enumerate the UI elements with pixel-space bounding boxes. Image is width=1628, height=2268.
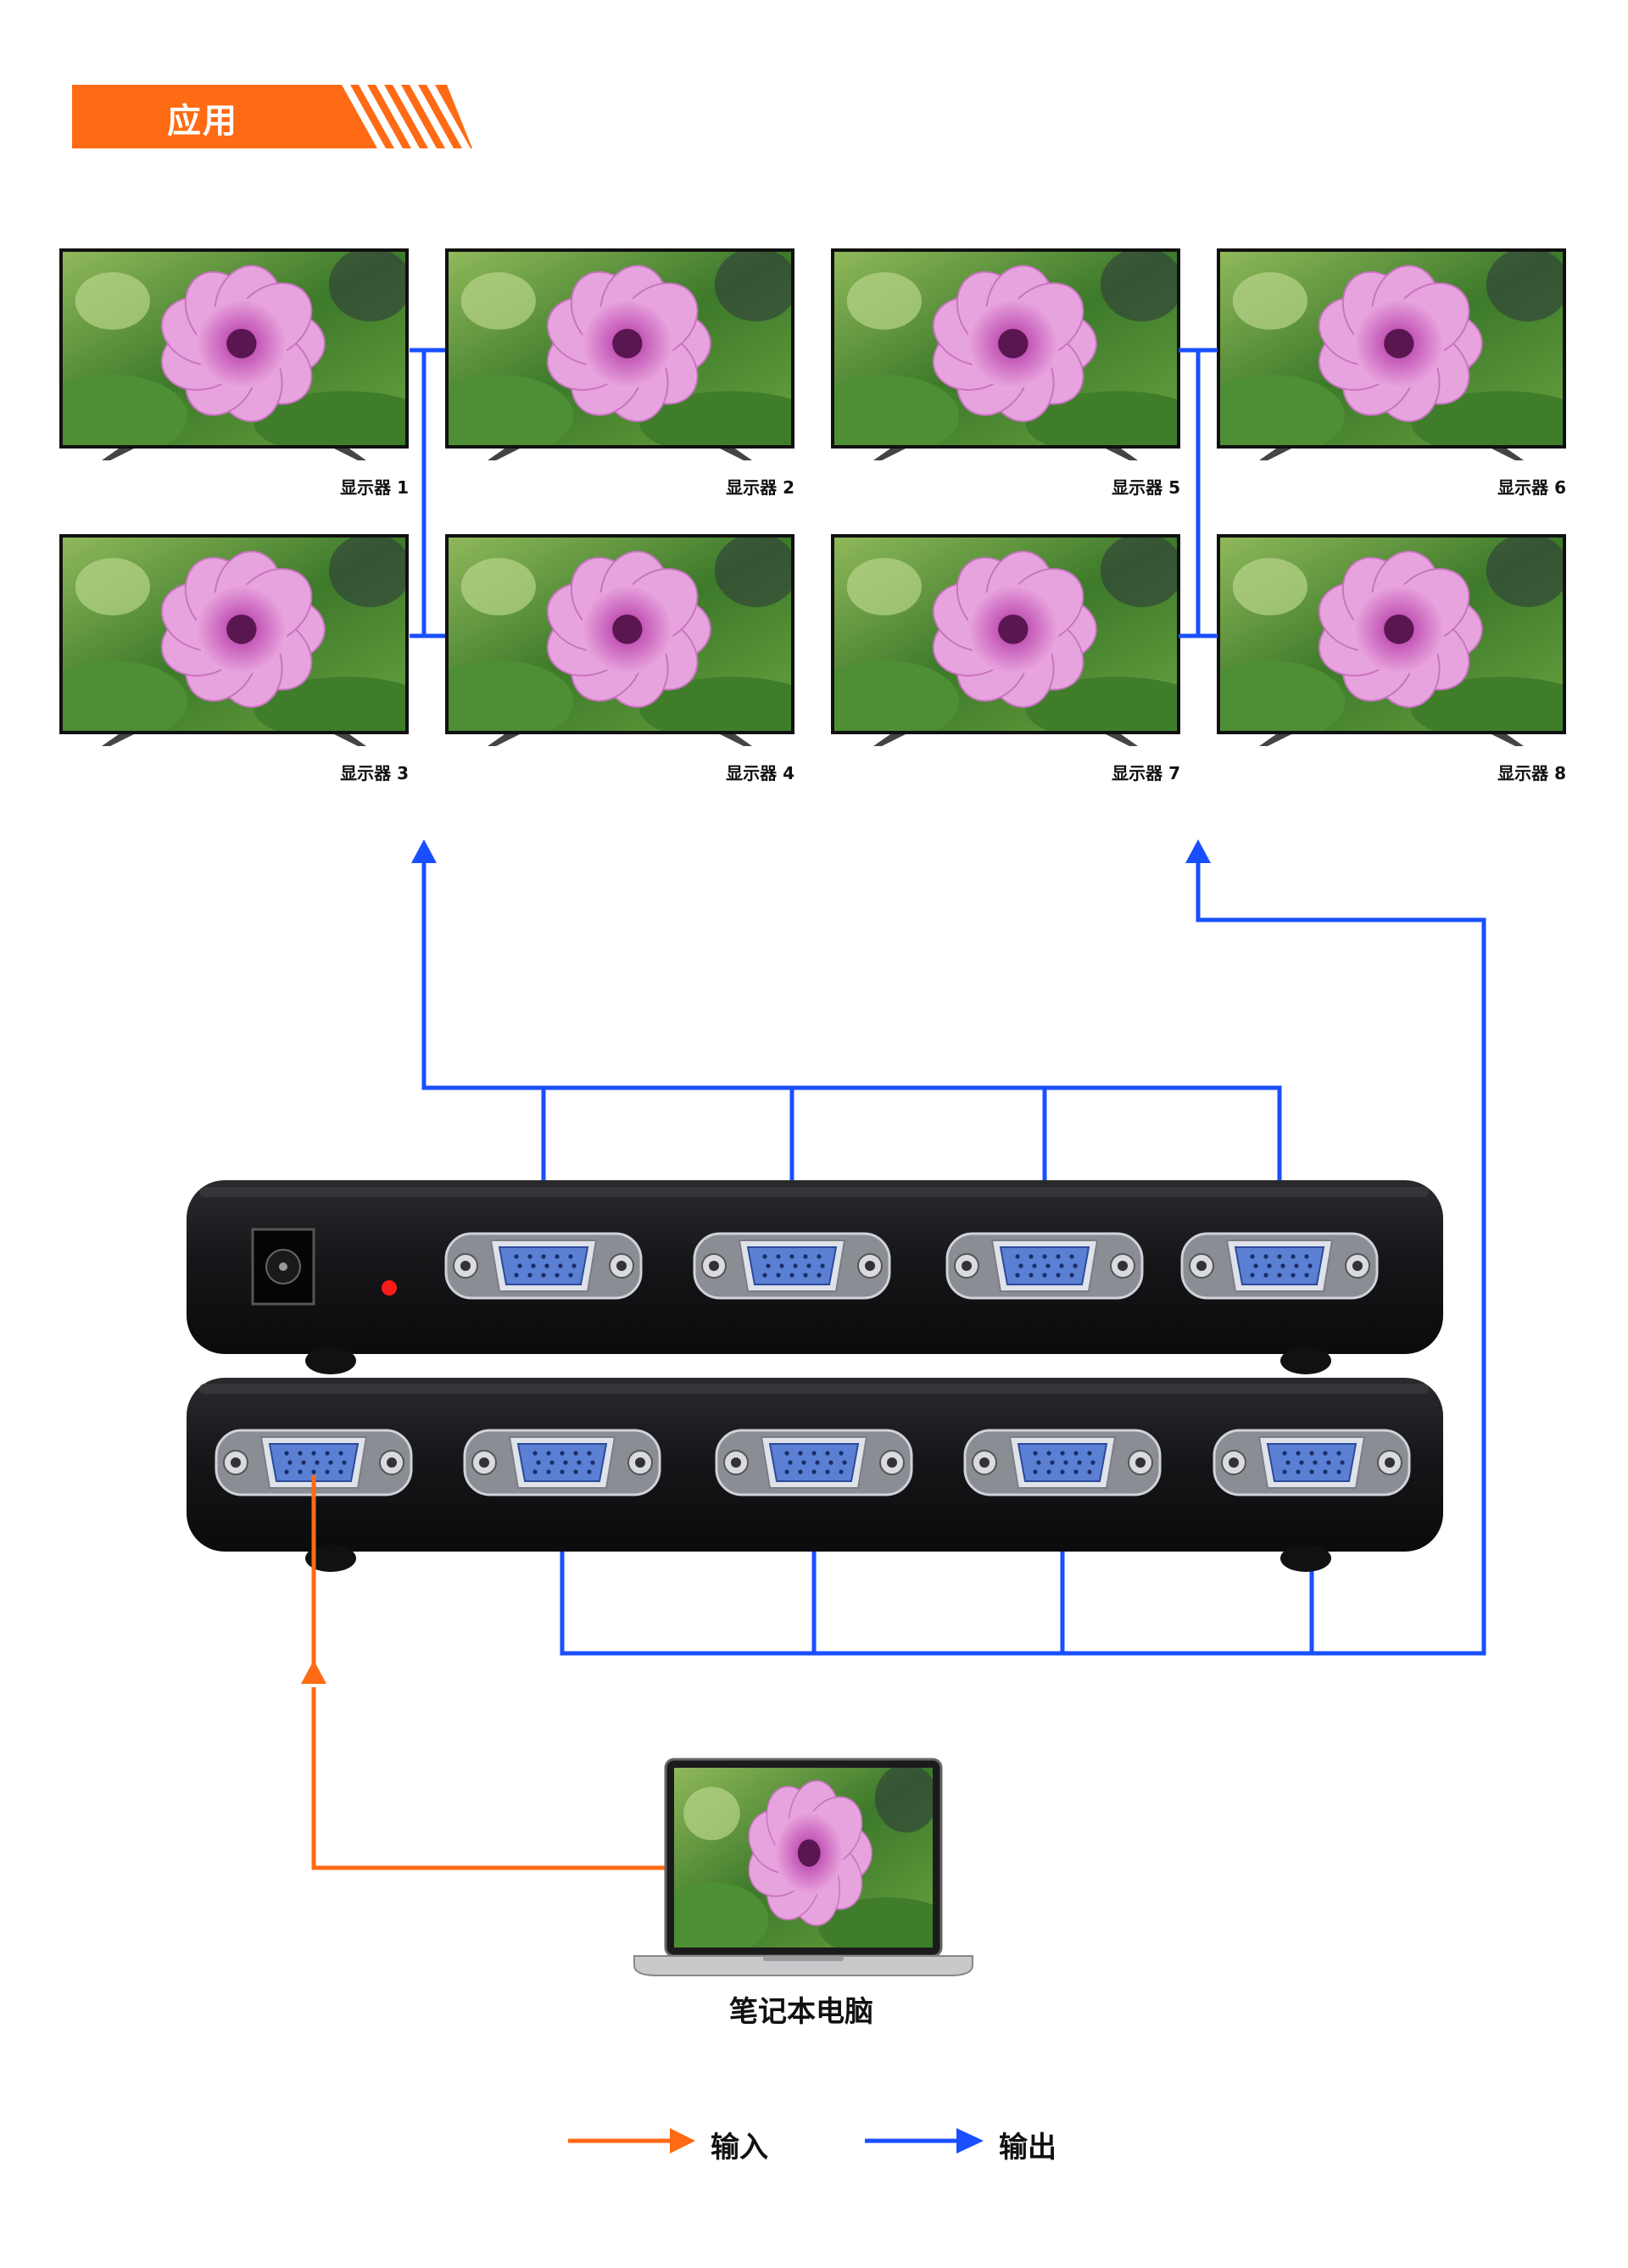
- monitor-screen: [445, 534, 794, 734]
- output-arrow-right: [1185, 839, 1211, 863]
- monitor-6: 显示器 4: [445, 534, 794, 783]
- monitor-label: 显示器 6: [1497, 477, 1566, 498]
- monitor-stand: [1259, 734, 1524, 746]
- stripe-decoration: [342, 85, 472, 148]
- monitor-1: 显示器 1: [59, 248, 409, 498]
- laptop-label: 笔记本电脑: [729, 1995, 873, 2029]
- monitor-label: 显示器 1: [340, 477, 409, 498]
- monitor-label: 显示器 3: [340, 763, 409, 783]
- monitor-screen: [59, 248, 409, 449]
- monitor-stand: [102, 449, 366, 460]
- monitor-stand: [488, 449, 752, 460]
- section-title-banner: 应用: [72, 85, 472, 148]
- input-arrow: [301, 1660, 326, 1684]
- monitor-4: 显示器 6: [1217, 248, 1566, 498]
- legend-output-label: 输出: [999, 2131, 1057, 2165]
- laptop-screen: [674, 1768, 933, 1948]
- monitor-label: 显示器 7: [1112, 763, 1180, 783]
- monitor-screen: [1217, 248, 1566, 449]
- monitor-3: 显示器 5: [831, 248, 1180, 498]
- output-arrow-left: [411, 839, 437, 863]
- vga-input-port: [215, 1429, 413, 1496]
- legend-output-arrow: [865, 2128, 984, 2154]
- output-lines-top: [410, 348, 1282, 1229]
- monitor-2: 显示器 2: [445, 248, 794, 498]
- vga-output-port-bottom-4: [1213, 1429, 1411, 1496]
- monitor-7: 显示器 7: [831, 534, 1180, 783]
- monitor-label: 显示器 5: [1112, 477, 1180, 498]
- section-title: 应用: [167, 102, 238, 141]
- monitor-8: 显示器 8: [1217, 534, 1566, 783]
- monitor-label: 显示器 4: [726, 763, 794, 783]
- legend-input-arrow: [568, 2128, 695, 2154]
- monitor-screen: [1217, 534, 1566, 734]
- monitor-screen: [831, 248, 1180, 449]
- vga-output-port-bottom-3: [963, 1429, 1162, 1496]
- monitor-screen: [445, 248, 794, 449]
- vga-output-port-top-4: [1180, 1232, 1379, 1300]
- input-line: [311, 1475, 670, 1870]
- monitor-label: 显示器 2: [726, 477, 794, 498]
- vga-output-port-top-2: [693, 1232, 891, 1300]
- vga-output-port-top-3: [945, 1232, 1144, 1300]
- legend-input-label: 输入: [711, 2131, 768, 2165]
- monitor-stand: [873, 449, 1138, 460]
- power-led: [382, 1280, 397, 1296]
- vga-output-port-bottom-2: [715, 1429, 913, 1496]
- monitor-stand: [488, 734, 752, 746]
- monitor-screen: [831, 534, 1180, 734]
- monitor-label: 显示器 8: [1497, 763, 1566, 783]
- monitor-screen: [59, 534, 409, 734]
- monitor-5: 显示器 3: [59, 534, 409, 783]
- vga-output-port-bottom-1: [463, 1429, 661, 1496]
- monitor-stand: [1259, 449, 1524, 460]
- laptop: [633, 1758, 973, 1976]
- monitor-stand: [873, 734, 1138, 746]
- vga-output-port-top-1: [444, 1232, 643, 1300]
- monitor-stand: [102, 734, 366, 746]
